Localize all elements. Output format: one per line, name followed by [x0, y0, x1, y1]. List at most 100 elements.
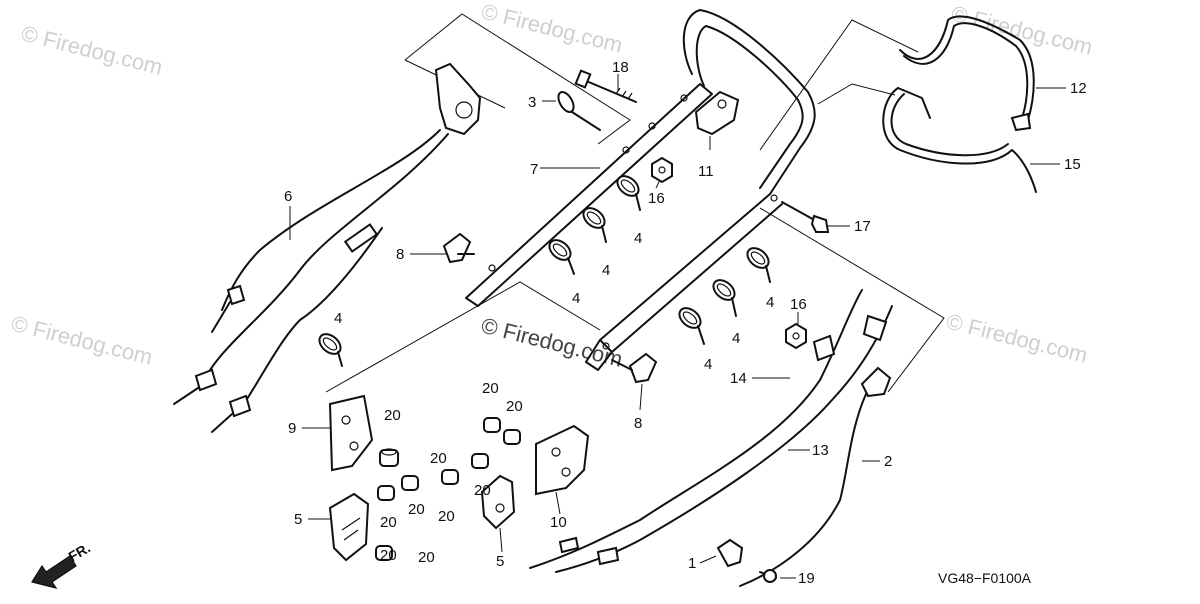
- grip-wire-15: [882, 87, 1037, 193]
- nut-hole: [792, 332, 800, 340]
- knob-8-lower: [611, 352, 658, 384]
- control-cable-assembly: [173, 62, 482, 433]
- spacer: [401, 475, 419, 491]
- callout-13: 13: [812, 442, 829, 459]
- knob-body: [628, 352, 658, 384]
- handle-hole: [648, 122, 656, 130]
- bolt-shaft: [781, 201, 819, 223]
- callout-4-g: 4: [334, 310, 342, 327]
- handle-hole: [488, 264, 496, 272]
- callouts: 18 3 7 11 16 6 8 12 15 17 4 4 4 4 4 4 4 …: [284, 59, 1087, 587]
- callout-17: 17: [854, 218, 871, 235]
- control-cable-upper: [221, 129, 441, 311]
- callout-16-lower: 16: [790, 296, 807, 313]
- front-direction-arrow: FR.: [31, 539, 93, 589]
- cable-end: [596, 546, 620, 566]
- callout-15: 15: [1064, 156, 1081, 173]
- wire-inner: [903, 22, 1029, 119]
- cable-holder: [694, 90, 740, 136]
- callout-3: 3: [528, 94, 536, 111]
- control-cable-lower: [239, 227, 383, 411]
- cable-clip: [678, 307, 705, 345]
- callout-19: 19: [798, 570, 815, 587]
- cable-outer: [739, 393, 867, 587]
- callout-20-g: 20: [430, 450, 447, 467]
- cable-end-wire: [173, 387, 199, 405]
- callout-14: 14: [730, 370, 747, 387]
- handle-hole: [622, 146, 630, 154]
- grip-wire-12: [899, 15, 1035, 132]
- cable-holder-body: [694, 90, 740, 136]
- leader-lines: [289, 74, 1066, 579]
- callout-5-right: 5: [496, 553, 504, 570]
- cable-clip: [616, 175, 641, 211]
- cable-bracket: [860, 366, 892, 398]
- handle-left-lower-bar: [465, 83, 713, 307]
- bolt-shaft: [583, 79, 637, 103]
- knob-body: [442, 232, 472, 264]
- nut-hole: [658, 166, 666, 174]
- nut-16-upper: [651, 156, 673, 184]
- plate-body: [480, 474, 516, 530]
- control-lever-pivot: [455, 101, 473, 119]
- wire-inner: [890, 93, 1009, 157]
- cable-clip: [548, 239, 575, 275]
- plate-5-left: [328, 492, 370, 562]
- bolt-head: [810, 214, 830, 233]
- handle-frame: [465, 9, 816, 371]
- handle-hole: [680, 94, 688, 102]
- callout-20-e: 20: [482, 380, 499, 397]
- control-lever-housing: [434, 62, 482, 136]
- frame-top-left: [404, 13, 631, 145]
- callout-20-d: 20: [418, 549, 435, 566]
- cable-end-fitting: [194, 368, 218, 392]
- bolt-18: [574, 69, 637, 103]
- spacer: [503, 429, 521, 445]
- clip-pin: [557, 91, 601, 131]
- nut-16-lower: [785, 322, 807, 350]
- callout-20-j: 20: [380, 547, 397, 564]
- handle-hole: [602, 342, 610, 350]
- callout-4-e: 4: [732, 330, 740, 347]
- frame-right: [759, 207, 945, 393]
- callout-9: 9: [288, 420, 296, 437]
- wire-outer: [882, 87, 1037, 193]
- callout-4-d: 4: [766, 294, 774, 311]
- control-cable-mid: [209, 133, 449, 371]
- cable-end-wire: [211, 301, 231, 333]
- handle-right-foot: [585, 339, 613, 371]
- callout-12: 12: [1070, 80, 1087, 97]
- watermark-top-center: © Firedog.com: [479, 0, 625, 58]
- cable-clip: [582, 207, 607, 243]
- spacer: [471, 453, 489, 469]
- knob-8-upper: [442, 232, 475, 264]
- callout-20-h: 20: [438, 508, 455, 525]
- spacer: [483, 417, 501, 433]
- callout-20-a: 20: [384, 407, 401, 424]
- callout-7: 7: [530, 161, 538, 178]
- callout-4-b: 4: [602, 262, 610, 279]
- watermark-top-left: © Firedog.com: [19, 21, 165, 80]
- frame-grip-right: [817, 83, 896, 105]
- spacers-20: [375, 417, 521, 561]
- bracket-9: [328, 394, 374, 472]
- wire-end: [1010, 112, 1032, 132]
- cable-outer: [529, 289, 863, 569]
- callout-1: 1: [688, 555, 696, 572]
- plate-5-right: [480, 474, 516, 530]
- cable-clip: [318, 333, 343, 367]
- callout-11: 11: [698, 163, 714, 180]
- clip-pin-shaft: [571, 111, 601, 131]
- cable-13: [555, 305, 893, 573]
- handle-right-lower-bar: [599, 193, 783, 353]
- callout-20-i: 20: [474, 482, 491, 499]
- knob-stem: [611, 359, 633, 371]
- diagram-code: VG48−F0100A: [938, 570, 1032, 586]
- callout-18: 18: [612, 59, 629, 76]
- screw-19: [759, 569, 777, 583]
- callout-20-b: 20: [380, 514, 397, 531]
- cable-spring: [862, 314, 888, 342]
- cable-clip: [712, 279, 737, 317]
- callout-4-a: 4: [634, 230, 642, 247]
